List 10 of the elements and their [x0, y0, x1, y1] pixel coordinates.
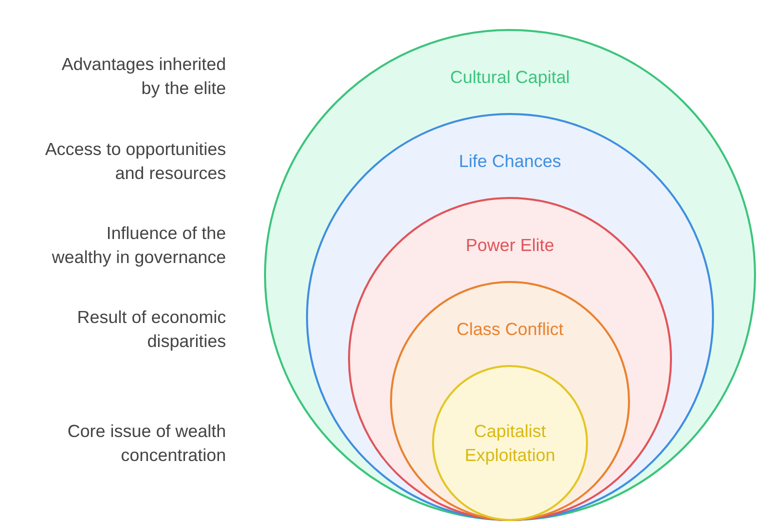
description-text: Access to opportunities and resources [45, 138, 226, 185]
circle-label: Life Chances [458, 150, 562, 173]
description-text: Result of economic disparities [76, 306, 226, 353]
description-text: Influence of the wealthy in governance [50, 222, 226, 269]
description-text: Core issue of wealth concentration [66, 420, 226, 467]
circle-label: Cultural Capital [450, 66, 570, 89]
circle-label: Capitalist Exploitation [464, 420, 556, 467]
description-text: Advantages inherited by the elite [60, 53, 226, 100]
circle-label: Power Elite [466, 234, 554, 257]
circle-label: Class Conflict [456, 318, 564, 341]
